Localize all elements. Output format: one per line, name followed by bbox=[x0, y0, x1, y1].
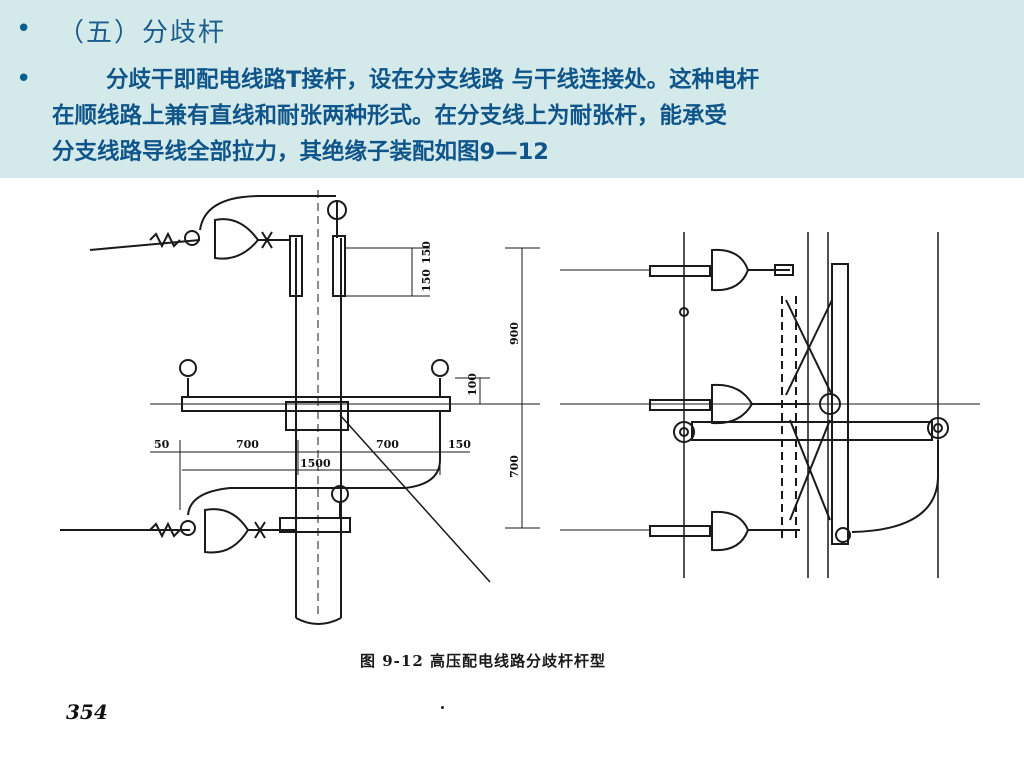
text-header-panel bbox=[0, 0, 1024, 178]
page-number: 354 bbox=[66, 700, 108, 724]
dim-1500: 1500 bbox=[300, 457, 331, 470]
dim-150-right: 150 bbox=[448, 438, 471, 451]
figure-caption: 图 9-12 高压配电线路分歧杆杆型 bbox=[360, 652, 606, 670]
dim-700-mid: 700 bbox=[376, 438, 399, 451]
dim-700-right: 700 bbox=[508, 455, 521, 478]
description-paragraph: 分歧干即配电线路T接杆，设在分支线路 与干线连接处。这种电杆 在顺线路上兼有直线… bbox=[52, 62, 1012, 170]
dim-700-left: 700 bbox=[236, 438, 259, 451]
slide-title: （五）分歧杆 bbox=[58, 18, 227, 48]
bullet-2: • bbox=[16, 64, 32, 94]
dim-900: 900 bbox=[508, 322, 521, 345]
bullet-1: • bbox=[16, 14, 32, 44]
dim-150-top: 150 bbox=[420, 241, 433, 264]
paragraph-line-1: 分歧干即配电线路T接杆，设在分支线路 与干线连接处。这种电杆 bbox=[106, 67, 760, 93]
paragraph-line-2: 在顺线路上兼有直线和耐张两种形式。在分支线上为耐张杆，能承受 bbox=[52, 103, 728, 129]
stray-dot bbox=[441, 706, 444, 709]
paragraph-line-3: 分支线路导线全部拉力，其绝缘子装配如图9—12 bbox=[52, 139, 549, 165]
insulator-assembly-drawing: 150 150 900 100 700 50 700 700 150 1500 bbox=[60, 190, 980, 625]
dim-150-mid: 150 bbox=[420, 269, 433, 292]
dim-100: 100 bbox=[466, 373, 479, 396]
dim-50: 50 bbox=[154, 438, 170, 451]
